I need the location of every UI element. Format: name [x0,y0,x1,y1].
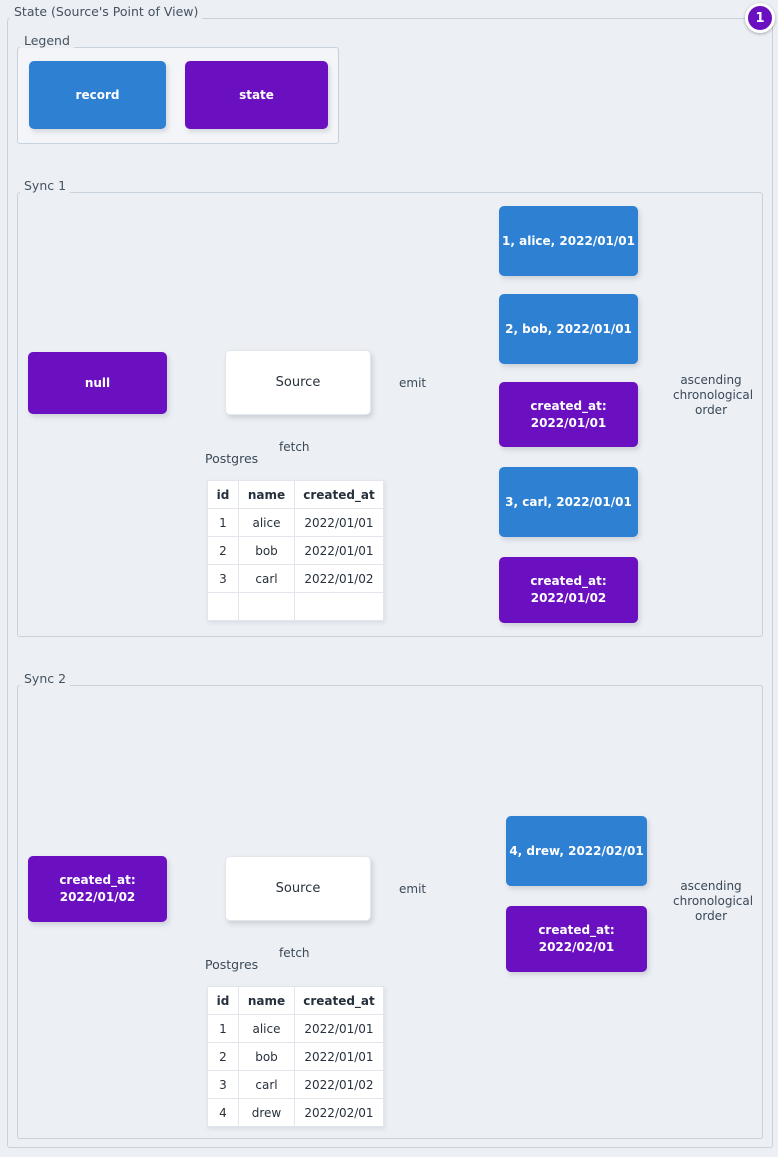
legend-item-record: record [29,61,166,129]
sync1-frame [17,192,763,637]
sync2-label: Sync 2 [20,672,71,686]
cell-id [207,592,239,621]
table-row: 3 carl 2022/01/02 [207,1070,384,1099]
sync1-input-state: null [28,352,167,414]
cell-id: 1 [207,508,239,537]
table-header-row: id name created_at [207,480,384,509]
cell-name: alice [238,508,295,537]
sync2-fetch-label: fetch [276,946,313,960]
sync2-postgres-label: Postgres [205,957,259,972]
cell-name: carl [238,564,295,593]
sync2-postgres-table: id name created_at 1 alice 2022/01/01 2 … [207,986,384,1127]
cell-name: drew [238,1098,295,1127]
cell-created-at: 2022/01/01 [294,1042,384,1071]
table-row: 1 alice 2022/01/01 [207,1014,384,1043]
cell-created-at: 2022/01/02 [294,564,384,593]
col-name: name [238,986,295,1015]
cell-id: 3 [207,564,239,593]
sync1-emitted-record-1: 1, alice, 2022/01/01 [499,206,638,276]
table-row: 2 bob 2022/01/01 [207,536,384,565]
cell-name: alice [238,1014,295,1043]
col-name: name [238,480,295,509]
cell-name [238,592,295,621]
sync2-order-note: ascending chronological order [670,877,753,926]
table-row-empty [207,592,384,621]
col-created-at: created_at [294,986,384,1015]
cell-created-at: 2022/01/01 [294,536,384,565]
sync2-emitted-record-1: 4, drew, 2022/02/01 [506,816,647,886]
cell-name: bob [238,536,295,565]
col-id: id [207,986,239,1015]
cell-created-at [294,592,384,621]
legend-label: Legend [20,34,74,48]
step-badge[interactable]: 1 [745,3,775,33]
table-row: 1 alice 2022/01/01 [207,508,384,537]
legend-frame: record state [17,47,339,144]
cell-id: 1 [207,1014,239,1043]
sync1-emitted-record-3: 3, carl, 2022/01/01 [499,467,638,537]
table-header-row: id name created_at [207,986,384,1015]
sync2-emit-label: emit [396,882,430,896]
sync1-fetch-label: fetch [276,440,313,454]
table-row: 2 bob 2022/01/01 [207,1042,384,1071]
cell-id: 4 [207,1098,239,1127]
sync1-postgres-table: id name created_at 1 alice 2022/01/01 2 … [207,480,384,621]
sync1-order-note: ascending chronological order [670,371,753,420]
sync1-source-node: Source [225,350,371,415]
sync1-label: Sync 1 [20,179,71,193]
sync1-emitted-record-2: 2, bob, 2022/01/01 [499,294,638,364]
sync2-source-node: Source [225,856,371,921]
cell-created-at: 2022/02/01 [294,1098,384,1127]
cell-id: 2 [207,1042,239,1071]
cell-created-at: 2022/01/01 [294,1014,384,1043]
page-title: State (Source's Point of View) [10,5,203,19]
table-row: 3 carl 2022/01/02 [207,564,384,593]
cell-id: 3 [207,1070,239,1099]
col-created-at: created_at [294,480,384,509]
cell-name: bob [238,1042,295,1071]
table-row: 4 drew 2022/02/01 [207,1098,384,1127]
sync1-postgres-label: Postgres [205,451,259,466]
sync2-emitted-state-1: created_at: 2022/02/01 [506,906,647,972]
legend-item-state: state [185,61,328,129]
cell-name: carl [238,1070,295,1099]
cell-created-at: 2022/01/02 [294,1070,384,1099]
sync2-input-state: created_at: 2022/01/02 [28,856,167,922]
sync1-emitted-state-2: created_at: 2022/01/02 [499,557,638,623]
cell-id: 2 [207,536,239,565]
sync1-emitted-state-1: created_at: 2022/01/01 [499,382,638,447]
cell-created-at: 2022/01/01 [294,508,384,537]
col-id: id [207,480,239,509]
sync1-emit-label: emit [396,376,430,390]
